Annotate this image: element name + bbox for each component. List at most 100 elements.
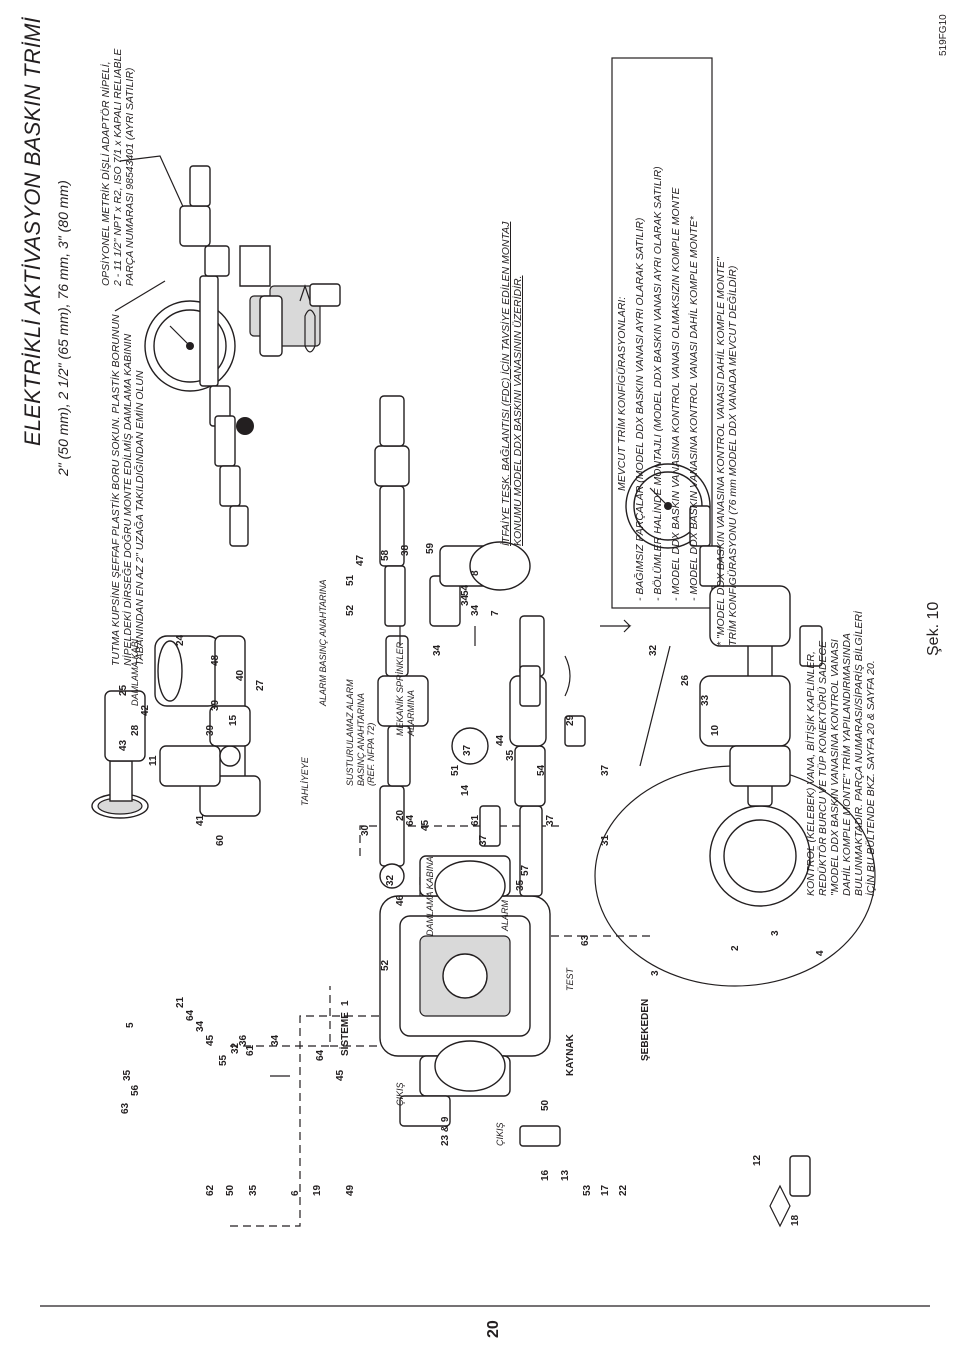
label-damlama-kabi: DAMLAMA KABI — [130, 638, 140, 706]
label-susturulamaz: SUSTURULAMAZ ALARM BASINÇ ANAHTARINA (RE… — [345, 679, 376, 786]
part-number: 34 — [270, 1034, 281, 1046]
part-number: 21 — [175, 996, 186, 1008]
gauge-63 — [144, 300, 236, 392]
part-number: 46 — [395, 894, 406, 906]
config-item: - BAĞIMSIZ PARÇALAR (MODEL DDX BASKIN VA… — [634, 217, 646, 601]
part-number: 30 — [360, 824, 371, 836]
part-number: 51 — [345, 574, 356, 586]
part-number: 35 — [505, 749, 516, 761]
part-number: 52 — [380, 959, 391, 971]
part-number: 35 — [515, 879, 526, 891]
label-sebekeden: ŞEBEKEDEN — [640, 998, 651, 1061]
deluge-valve-body — [379, 855, 551, 1097]
part-number: 25 — [118, 684, 129, 696]
part-number: 34 — [432, 644, 443, 656]
part-number: 61 — [470, 814, 481, 826]
part-number: 63 — [580, 934, 591, 946]
part-number: 50 — [540, 1099, 551, 1111]
label-sisteme: SİSTEME — [340, 1012, 351, 1056]
part-number: 37 — [600, 764, 611, 776]
label-alarm-basinc: ALARM BASINÇ ANAHTARINA — [318, 579, 328, 706]
part-number: 23 & 9 — [440, 1116, 451, 1146]
drip-cup-assembly — [91, 635, 261, 819]
part-number: 42 — [140, 704, 151, 716]
part-number: 15 — [228, 714, 239, 726]
part-number: 12 — [752, 1154, 763, 1166]
part-number: 5 — [125, 1022, 136, 1028]
part-number: 45 — [335, 1069, 346, 1081]
config-footnote: * "MODEL DDX BASKIN VANASINA KONTROL VAN… — [715, 257, 739, 646]
part-number: 26 — [680, 674, 691, 686]
part-number: 54 — [536, 764, 547, 776]
part-number: 43 — [118, 739, 129, 751]
part-number: 59 — [425, 542, 436, 554]
note-fdc: İTFAİYE TEŞK. BAĞLANTISI (FDC) İÇİN TAVS… — [500, 221, 524, 546]
label-test: TEST — [565, 967, 575, 991]
part-number: 32 — [648, 644, 659, 656]
part-number: 58 — [380, 549, 391, 561]
part-number: 2 — [730, 945, 741, 951]
part-number: 16 — [540, 1169, 551, 1181]
part-number: 18 — [790, 1214, 801, 1226]
part-number: 57 — [520, 864, 531, 876]
part-number: 29 — [565, 714, 576, 726]
part-number: 3 — [770, 930, 781, 936]
part-number: 45 — [205, 1034, 216, 1046]
config-list: MEVCUT TRİM KONFİGÜRASYONLARI: - BAĞIMSI… — [616, 166, 700, 601]
part-number: 17 — [600, 1184, 611, 1196]
part-number: 31 — [600, 834, 611, 846]
part-number: 39 — [205, 724, 216, 736]
note-control-valve: KONTROL (KELEBEK) VANA, BİTİŞİK KAPLİNLE… — [805, 611, 877, 896]
control-valve-assembly — [594, 585, 876, 987]
part-number: 39 — [210, 699, 221, 711]
part-number: 49 — [345, 1184, 356, 1196]
page-title: ELEKTRİKLİ AKTİVASYON BASKIN TRİMİ — [20, 17, 45, 446]
page-subtitle: 2" (50 mm), 2 1/2" (65 mm), 76 mm, 3" (8… — [55, 180, 71, 476]
figure-label: Şek. 10 — [925, 601, 942, 656]
part-number: 13 — [560, 1169, 571, 1181]
part-number: 19 — [312, 1184, 323, 1196]
part-number: 7 — [490, 610, 501, 616]
part-number: 61 — [245, 1044, 256, 1056]
note-optional-adapter: OPSİYONEL METRİK DİŞLİ ADAPTÖR NİPELİ, 2… — [100, 48, 136, 286]
part-number: 22 — [618, 1184, 629, 1196]
part-number: 1 — [340, 1000, 351, 1006]
part-number: 8 — [470, 570, 481, 576]
part-number: 52 — [345, 604, 356, 616]
part-number: 64 — [185, 1009, 196, 1021]
part-number: 41 — [195, 814, 206, 826]
part-number: 32 — [385, 874, 396, 886]
gauge-lower — [625, 463, 721, 587]
label-alarm: ALARM — [500, 899, 510, 931]
part-number: 64 — [315, 1049, 326, 1061]
part-number: 11 — [148, 755, 159, 766]
part-number: 6 — [290, 1190, 301, 1196]
label-cikis-1: ÇIKIŞ — [395, 1082, 405, 1106]
part-number: 37 — [478, 834, 489, 846]
part-number: 35 — [122, 1069, 133, 1081]
part-number: 47 — [355, 554, 366, 566]
part-number: 4 — [815, 950, 826, 956]
note-funnel: TUTMA KUPSİNE ŞEFFAF PLASTİK BORU SOKUN.… — [110, 314, 146, 666]
label-kaynak: KAYNAK — [565, 1034, 576, 1076]
figure-code: 519FG10 — [938, 14, 949, 56]
config-item: - MODEL DDX BASKIN VANASINA KONTROL VANA… — [688, 216, 700, 601]
part-number: 56 — [130, 1084, 141, 1096]
part-number: 55 — [218, 1054, 229, 1066]
config-item: - BÖLÜMLER HALİNDE MONTAJLI (MODEL DDX B… — [652, 166, 664, 601]
part-number: 48 — [210, 654, 221, 666]
config-box — [611, 57, 713, 609]
part-number: 63 — [120, 1102, 131, 1114]
part-number: 28 — [130, 724, 141, 736]
config-item: - MODEL DDX BASKIN VANASINA KONTROL VANA… — [670, 187, 682, 602]
trim-manifold-left — [179, 165, 341, 547]
part-number: 34 — [470, 604, 481, 616]
label-cikis-2: ÇIKIŞ — [495, 1122, 505, 1146]
label-tahliyeye: TAHLİYEYE — [300, 757, 310, 806]
part-number: 27 — [255, 679, 266, 691]
part-number: 34 — [460, 594, 471, 606]
part-number: 37 — [545, 814, 556, 826]
part-number: 62 — [205, 1184, 216, 1196]
